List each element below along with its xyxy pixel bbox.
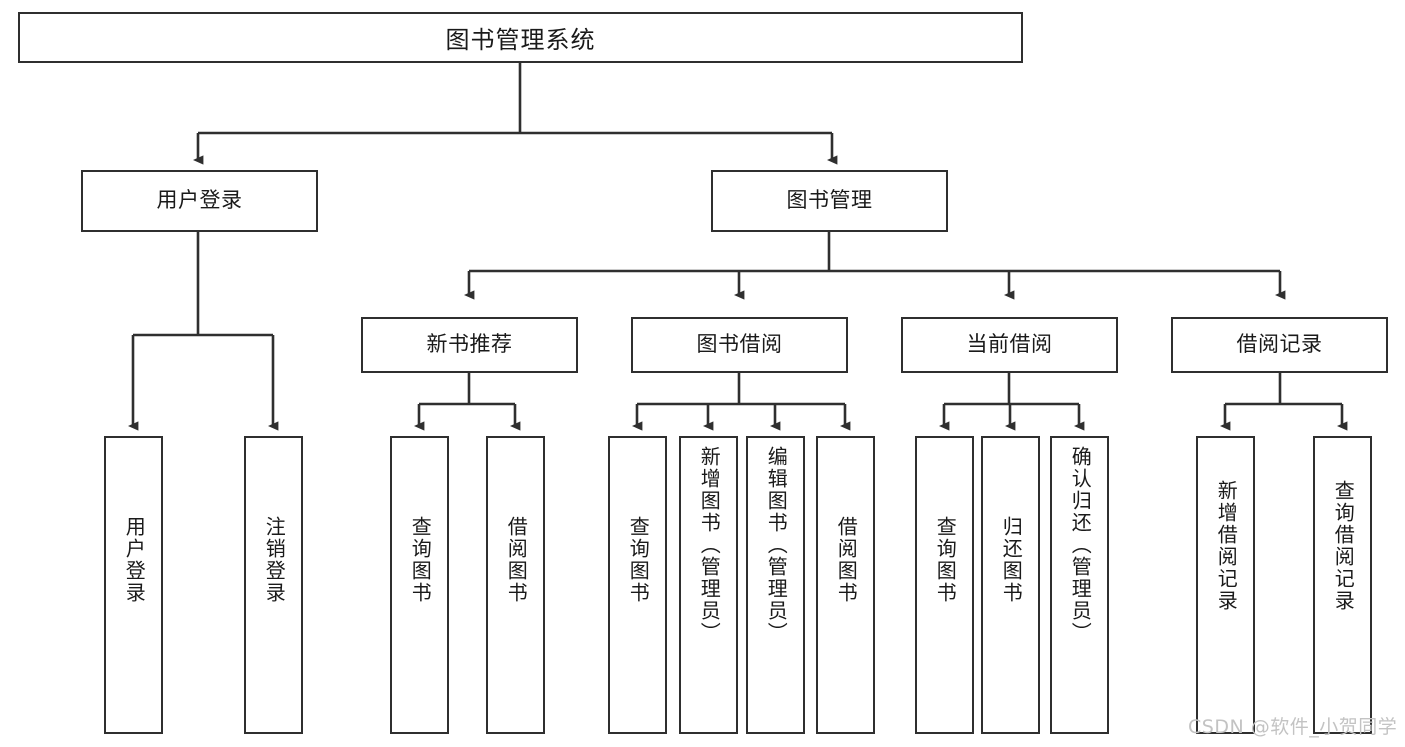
node-label: 新增借阅记录	[1214, 480, 1239, 612]
node-label: 当前借阅	[966, 332, 1053, 357]
node-label: 归还图书	[999, 516, 1024, 604]
node-label: 注销登录	[262, 516, 287, 604]
node-current-borrow[interactable]: 当前借阅	[901, 317, 1118, 373]
leaf-new-book-query-book[interactable]: 查询图书	[390, 436, 449, 734]
leaf-current-borrow-confirm-return-admin[interactable]: 确认归还（管理员）	[1050, 436, 1109, 734]
leaf-book-borrow-borrow-book[interactable]: 借阅图书	[816, 436, 875, 734]
node-book-borrow[interactable]: 图书借阅	[631, 317, 848, 373]
node-label: 用户登录	[156, 188, 243, 213]
leaf-borrow-record-add-record[interactable]: 新增借阅记录	[1196, 436, 1255, 734]
node-label: 编辑图书（管理员）	[764, 446, 789, 644]
node-label: 确认归还（管理员）	[1068, 446, 1093, 644]
node-label: 查询图书	[408, 516, 433, 604]
leaf-user-login-login[interactable]: 用户登录	[104, 436, 163, 734]
node-new-book-recommend[interactable]: 新书推荐	[361, 317, 578, 373]
node-book-management[interactable]: 图书管理	[711, 170, 948, 232]
node-root-book-management-system[interactable]: 图书管理系统	[18, 12, 1023, 63]
watermark-text: CSDN @软件_小贺同学	[1188, 716, 1398, 738]
leaf-current-borrow-return-book[interactable]: 归还图书	[981, 436, 1040, 734]
node-label: 图书管理	[786, 188, 873, 213]
leaf-new-book-borrow-book[interactable]: 借阅图书	[486, 436, 545, 734]
leaf-borrow-record-query-record[interactable]: 查询借阅记录	[1313, 436, 1372, 734]
node-label: 借阅图书	[834, 516, 859, 604]
node-user-login[interactable]: 用户登录	[81, 170, 318, 232]
leaf-user-login-logout[interactable]: 注销登录	[244, 436, 303, 734]
node-label: 用户登录	[122, 516, 147, 604]
node-borrow-record[interactable]: 借阅记录	[1171, 317, 1388, 373]
node-label: 借阅图书	[504, 516, 529, 604]
leaf-book-borrow-add-book-admin[interactable]: 新增图书（管理员）	[679, 436, 738, 734]
node-label: 查询图书	[933, 516, 958, 604]
node-label: 图书管理系统	[445, 26, 596, 54]
leaf-book-borrow-query-book[interactable]: 查询图书	[608, 436, 667, 734]
leaf-current-borrow-query-book[interactable]: 查询图书	[915, 436, 974, 734]
node-label: 查询借阅记录	[1331, 480, 1356, 612]
node-label: 借阅记录	[1236, 332, 1323, 357]
node-label: 新增图书（管理员）	[697, 446, 722, 644]
node-label: 图书借阅	[696, 332, 783, 357]
node-label: 新书推荐	[426, 332, 513, 357]
leaf-book-borrow-edit-book-admin[interactable]: 编辑图书（管理员）	[746, 436, 805, 734]
node-label: 查询图书	[626, 516, 651, 604]
